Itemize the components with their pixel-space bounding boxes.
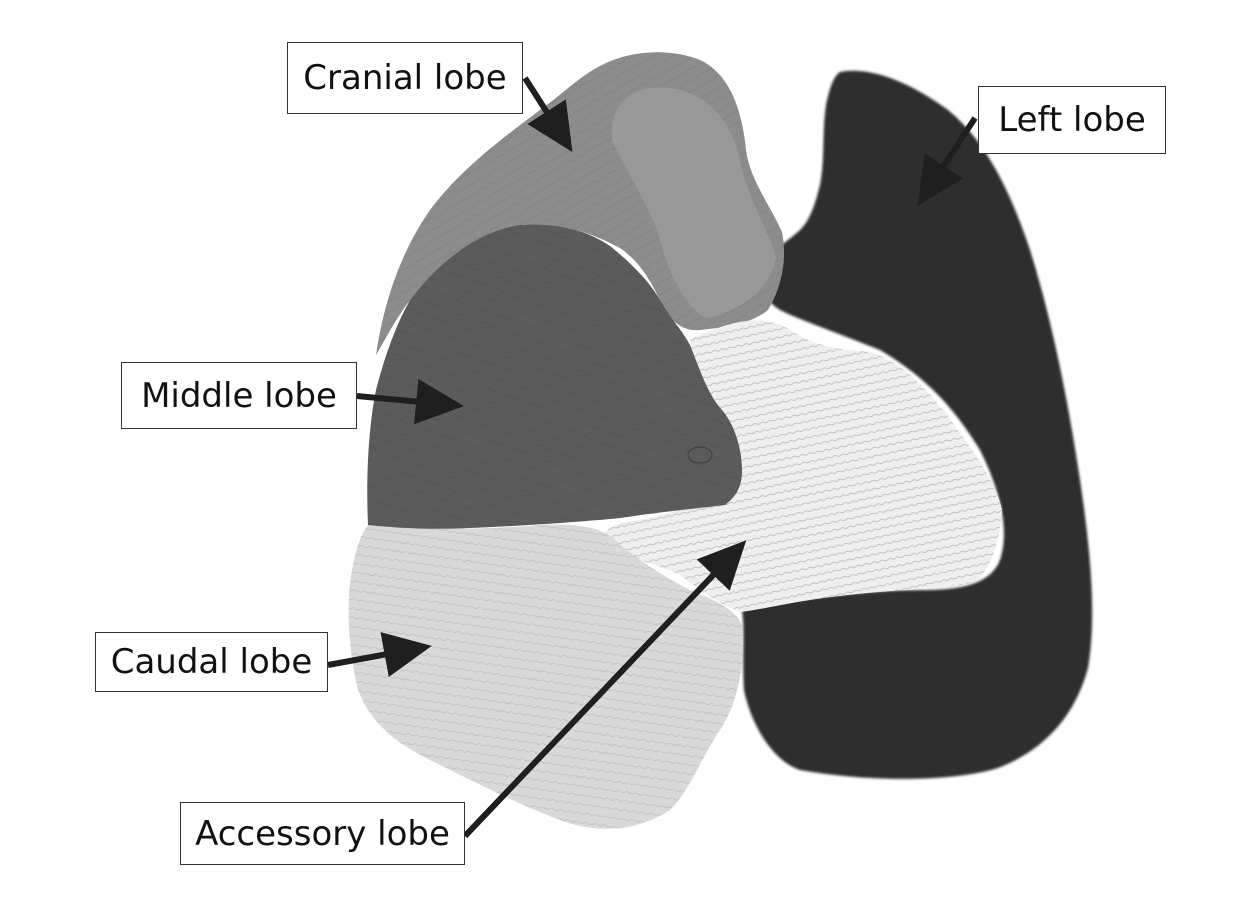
arrow-middle — [356, 378, 464, 425]
label-caudal-lobe: Caudal lobe — [95, 632, 328, 692]
arrow-caudal — [327, 632, 432, 677]
label-caudal-lobe-text: Caudal lobe — [110, 642, 313, 682]
arrow-accessory — [462, 540, 747, 839]
label-middle-lobe: Middle lobe — [121, 362, 357, 429]
label-accessory-lobe-text: Accessory lobe — [195, 813, 450, 854]
label-accessory-lobe: Accessory lobe — [180, 802, 465, 865]
left-lobe — [742, 70, 1093, 779]
label-left-lobe-text: Left lobe — [998, 100, 1146, 140]
middle-lobe — [367, 224, 742, 529]
cranial-lobe — [376, 52, 785, 356]
label-cranial-lobe: Cranial lobe — [287, 42, 523, 114]
arrow-left — [917, 116, 978, 207]
label-middle-lobe-text: Middle lobe — [141, 375, 337, 416]
accessory-lobe — [603, 320, 1002, 612]
caudal-lobe — [348, 524, 743, 829]
arrow-cranial — [522, 76, 573, 153]
label-left-lobe: Left lobe — [978, 86, 1166, 154]
label-cranial-lobe-text: Cranial lobe — [303, 58, 507, 98]
